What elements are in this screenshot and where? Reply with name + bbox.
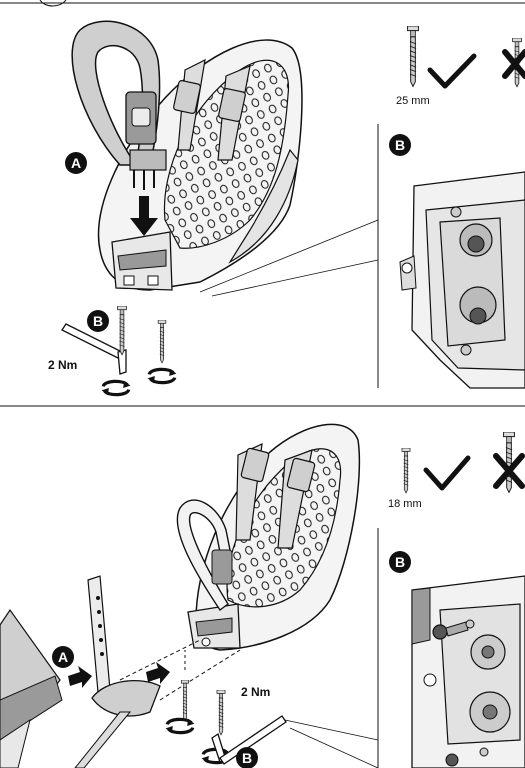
screw-spec-bottom: 18 mm bbox=[388, 432, 522, 510]
marker-a-bottom-label: A bbox=[58, 649, 68, 665]
marker-a-bottom: A bbox=[52, 646, 74, 668]
marker-b-detail-bottom: B bbox=[395, 554, 405, 570]
detail-b-bottom: B bbox=[378, 528, 525, 768]
arrow-icon bbox=[68, 666, 92, 688]
arrow-icon bbox=[146, 662, 170, 684]
marker-b-top-label: B bbox=[93, 313, 103, 329]
screw-top-1 bbox=[118, 306, 127, 355]
marker-b-bottom: B bbox=[236, 747, 258, 768]
screw-bottom-1 bbox=[181, 680, 188, 721]
leader-line-bottom-1 bbox=[285, 720, 378, 740]
marker-b-detail-top: B bbox=[395, 137, 405, 153]
check-icon bbox=[430, 56, 474, 86]
screw-top-2 bbox=[158, 320, 166, 363]
marker-a-top: A bbox=[65, 152, 87, 174]
marker-a-top-label: A bbox=[71, 155, 81, 171]
leader-line-bottom-2 bbox=[290, 728, 378, 768]
rotate-arrow-icon bbox=[166, 719, 195, 733]
rotate-arrow-icon bbox=[102, 381, 131, 395]
guide-line-2 bbox=[160, 650, 240, 700]
check-icon bbox=[426, 458, 468, 488]
rotate-arrow-icon bbox=[148, 369, 177, 383]
top-panel: A B 2 Nm 25 mm B bbox=[0, 0, 525, 395]
leader-line-top-2 bbox=[212, 260, 378, 296]
screw-length-top: 25 mm bbox=[396, 95, 430, 107]
marker-b-bottom-label: B bbox=[242, 750, 252, 766]
screw-length-bottom: 18 mm bbox=[388, 498, 422, 510]
torque-label-top: 2 Nm bbox=[48, 358, 77, 372]
bottom-panel: A 2 Nm B 18 mm B bbox=[0, 424, 525, 768]
marker-b-top: B bbox=[87, 310, 109, 332]
screw-icon bbox=[402, 448, 410, 493]
screw-icon bbox=[408, 26, 419, 86]
screw-spec-top: 25 mm bbox=[396, 26, 525, 107]
child-seat-bottom bbox=[188, 424, 359, 650]
screw-bottom-2 bbox=[217, 690, 225, 735]
torque-label-bottom: 2 Nm bbox=[241, 685, 270, 699]
detail-b-top: B bbox=[378, 124, 525, 388]
